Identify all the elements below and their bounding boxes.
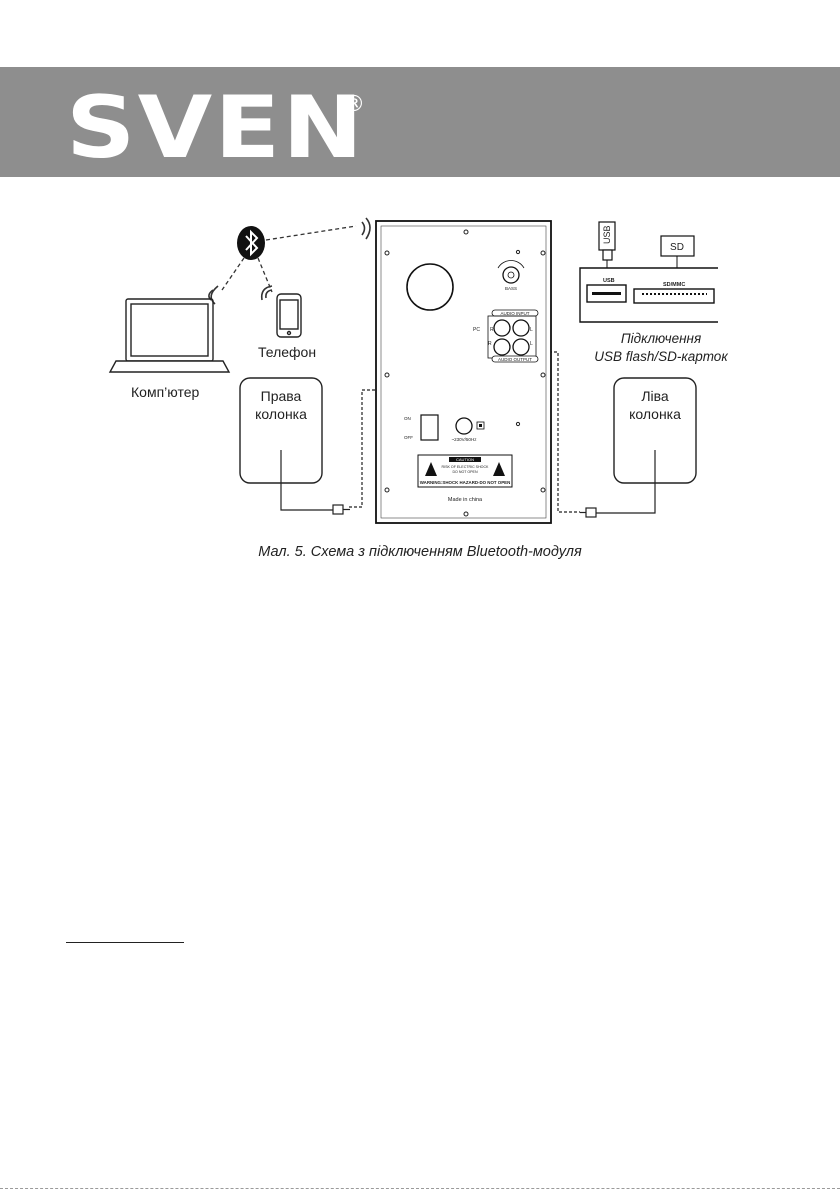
subwoofer-back-panel: BASS AUDIO INPUT AUDIO OUTPUT PC R L R L… (376, 221, 551, 523)
on-label: ON (404, 416, 411, 421)
sd-card-icon: SD (661, 236, 694, 270)
l-label-top: L (530, 327, 533, 333)
sd-card-label: SD (670, 242, 684, 253)
registered-mark: ® (343, 92, 365, 117)
page-bottom-rule (0, 1188, 840, 1189)
footnote-rule (66, 942, 184, 943)
connection-diagram: Комп’ютер Телефон Права колонка Ліва кол… (0, 195, 840, 540)
usb-stick-label: USB (602, 225, 612, 244)
power-rating: ~230V/50Hz (452, 437, 478, 442)
connect-label-2: USB flash/SD-карток (594, 349, 728, 364)
off-label: OFF (404, 435, 413, 440)
sven-logo: SVEN (66, 78, 365, 178)
bluetooth-icon (237, 226, 265, 260)
usb-port-label: USB (603, 278, 615, 284)
left-speaker-label-1: Ліва (641, 388, 669, 404)
figure-caption: Мал. 5. Схема з підключенням Bluetooth-м… (0, 544, 840, 560)
computer-label: Комп’ютер (131, 384, 199, 400)
right-speaker-label-1: Права (261, 388, 302, 404)
laptop-icon (110, 299, 229, 372)
caution-title: CAUTION (456, 457, 474, 462)
connect-label-1: Підключення (621, 331, 701, 346)
signal-icon (209, 218, 370, 304)
l-label-bottom: L (530, 341, 533, 347)
audio-output-label: AUDIO OUTPUT (498, 357, 532, 362)
r-label-bottom: R (488, 341, 492, 347)
warning-text: WARNING:SHOCK HAZARD-DO NOT OPEN (420, 480, 511, 485)
made-in-label: Made in china (448, 497, 483, 503)
right-speaker-label-2: колонка (255, 406, 307, 422)
sd-slot (634, 289, 714, 303)
bass-label: BASS (505, 286, 517, 291)
phone-label: Телефон (258, 344, 316, 360)
phone-icon (277, 294, 301, 337)
usb-stick-icon: USB (599, 222, 615, 260)
audio-input-label: AUDIO INPUT (500, 311, 529, 316)
pc-label: PC (473, 327, 480, 333)
caution-line-1: RISK OF ELECTRIC SHOCK (442, 465, 490, 469)
sd-port-label: SD/MMC (663, 282, 685, 288)
left-speaker-label-2: колонка (629, 406, 681, 422)
bass-port (407, 264, 453, 310)
warning-sticker: CAUTION RISK OF ELECTRIC SHOCK DO NOT OP… (418, 455, 512, 487)
r-label-top: R (490, 327, 494, 333)
caution-line-2: DO NOT OPEN (452, 470, 477, 474)
usb-sd-panel: USB SD/MMC (580, 268, 718, 322)
